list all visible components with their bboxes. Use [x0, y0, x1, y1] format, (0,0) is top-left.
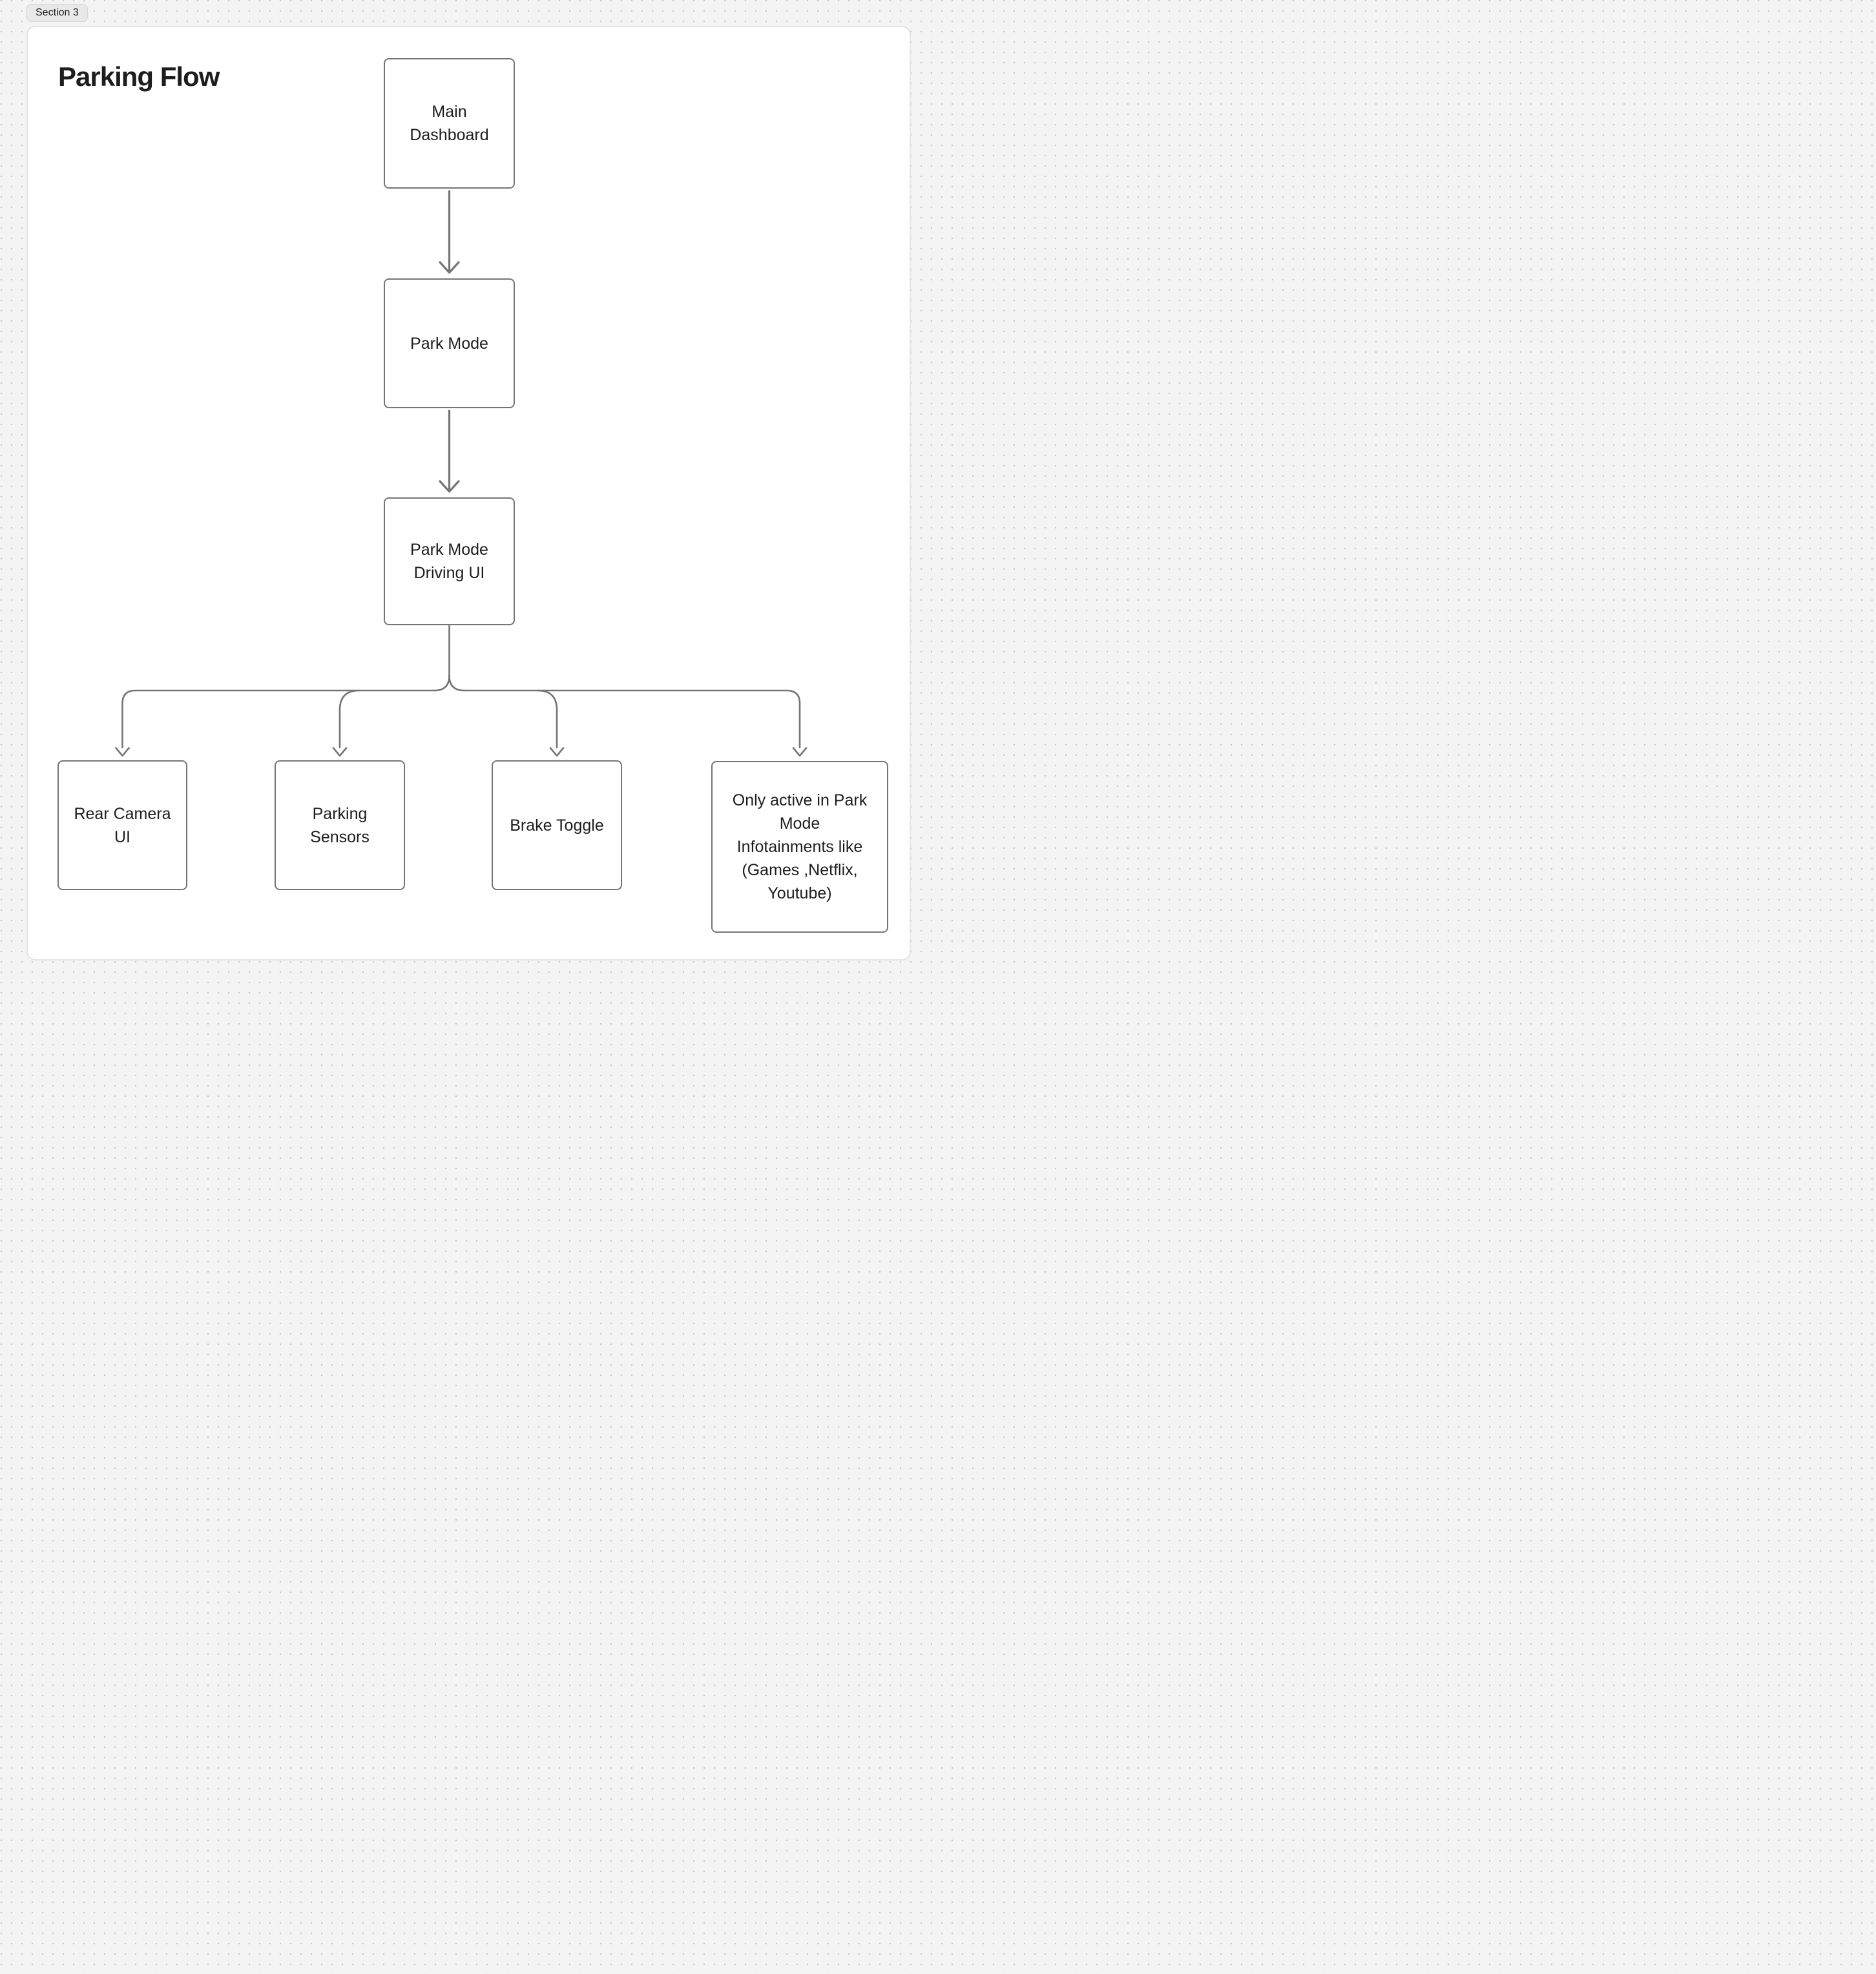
figjam-board: { "section_label": "Section 3", "board":… [0, 0, 938, 987]
node-label: Park Mode Driving UI [410, 541, 488, 582]
flow-node-park-mode[interactable]: Park Mode [384, 278, 515, 408]
flow-node-infotainment-note[interactable]: Only active in Park Mode Infotainments l… [711, 761, 888, 933]
section-label-pill[interactable]: Section 3 [26, 4, 88, 22]
page-title[interactable]: Parking Flow [58, 61, 220, 92]
node-label: Main Dashboard [410, 103, 489, 144]
node-label: Brake Toggle [510, 816, 604, 835]
flow-node-parking-sensors[interactable]: Parking Sensors [275, 760, 405, 890]
flow-node-main-dashboard[interactable]: Main Dashboard [384, 58, 515, 189]
node-label: Parking Sensors [310, 804, 370, 846]
section-label: Section 3 [36, 7, 79, 18]
flow-node-rear-camera-ui[interactable]: Rear Camera UI [57, 760, 187, 890]
node-label: Rear Camera UI [74, 804, 171, 846]
node-label: Park Mode [410, 334, 488, 353]
flow-node-brake-toggle[interactable]: Brake Toggle [492, 760, 622, 890]
flow-node-park-mode-driving-ui[interactable]: Park Mode Driving UI [384, 497, 515, 625]
node-label: Only active in Park Mode Infotainments l… [732, 791, 868, 902]
